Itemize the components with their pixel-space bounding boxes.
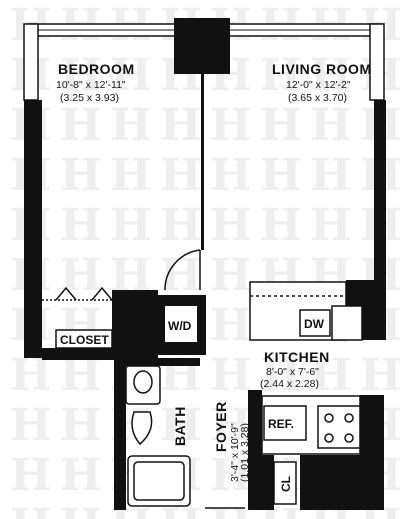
living-room-label: LIVING ROOM [272,61,372,77]
wall-bottom-right [300,455,384,510]
bath-fixtures [125,365,191,507]
kitchen-dim-imperial: 8'-0" x 7'-6" [266,366,319,378]
walls [23,18,386,510]
living-room-dim-metric: (3.65 x 3.70) [288,92,347,104]
closet-doors [42,286,113,349]
dw-label: DW [304,317,325,331]
bedroom-label: BEDROOM [58,61,135,77]
wall-closet-cl [262,455,274,510]
kitchen-label: KITCHEN [264,349,330,365]
foyer-dim-metric: (1.01 x 3.28) [239,423,251,482]
living-room-dim-imperial: 12'-0" x 12'-2" [286,79,351,91]
wall-bedroom-bath [112,290,158,360]
wall-left [24,100,42,358]
window-left [23,23,39,101]
bedroom-dim-metric: (3.25 x 3.93) [60,92,119,104]
bath-label: BATH [172,406,188,446]
wall-closet-bottom [42,348,120,360]
wall-bath-left [114,360,126,510]
wall-bath-top [126,358,200,366]
foyer-dim-imperial: 3'-4" x 10'-9" [229,423,241,482]
door-swing [164,249,201,291]
kitchen-counter [249,281,363,341]
wd-label: W/D [168,319,192,333]
wall-right [374,100,386,280]
bedroom-dim-imperial: 10'-8" x 12'-11" [56,79,126,91]
wall-kitchen-right-lower [360,395,384,457]
wall-foyer-right [248,390,262,510]
structural-column [174,18,230,74]
partition-wall [201,74,204,250]
ref-label: REF. [268,417,294,431]
cl-label: CL [279,476,293,492]
kitchen-dim-metric: (2.44 x 2.28) [260,378,319,390]
window-right [369,23,385,101]
kitchen-appliances [261,395,361,505]
closet-label: CLOSET [60,333,109,347]
foyer-label: FOYER [213,401,229,452]
